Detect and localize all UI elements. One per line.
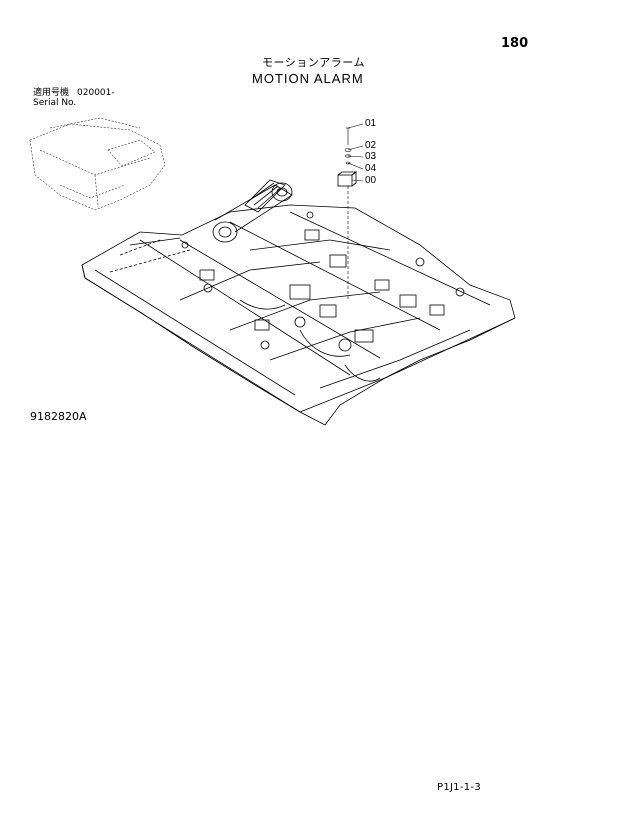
part-callout-01: 01 [365, 118, 377, 129]
part-callout-03: 03 [365, 151, 377, 162]
page-title: MOTION ALARM [252, 71, 364, 86]
page-title-japanese: モーションアラーム [262, 56, 365, 69]
part-callout-00: 00 [365, 175, 377, 186]
part-callout-04: 04 [365, 163, 377, 174]
serial-label: Serial No. [33, 98, 77, 108]
serial-info: 適用号機 020001- Serial No. [33, 88, 115, 108]
machine-thumbnail [29, 117, 166, 211]
serial-number: 020001- [77, 88, 115, 98]
serial-label-japanese: 適用号機 [33, 88, 70, 98]
part-callout-02: 02 [365, 140, 377, 151]
page-code: P1J1-1-3 [437, 782, 482, 793]
page-number: 180 [501, 36, 529, 51]
leader-lines [344, 123, 364, 300]
figure-code: 9182820A [30, 410, 87, 423]
main-frame-drawing [81, 171, 516, 426]
